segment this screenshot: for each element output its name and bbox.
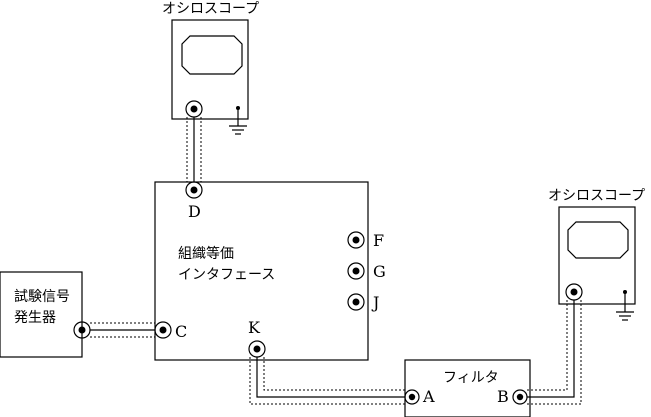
tissue-equivalent-interface: 組織等価 インタフェース D F G J C K xyxy=(154,181,386,361)
interface-label-line2: インタフェース xyxy=(178,267,275,283)
ground-icon xyxy=(616,311,634,321)
interface-body xyxy=(154,181,369,361)
cable-k-to-a xyxy=(249,357,405,405)
test-signal-generator: 試験信号 発生器 xyxy=(0,271,91,358)
oscilloscope-top-connector-pin xyxy=(190,105,198,113)
cable-d-to-scope xyxy=(186,117,202,182)
port-k-label: K xyxy=(248,318,261,337)
interface-label-line1: 組織等価 xyxy=(178,245,234,262)
port-g-label: G xyxy=(373,262,386,281)
filter: フィルタ A B xyxy=(404,359,531,417)
filter-label: フィルタ xyxy=(443,370,499,386)
oscilloscope-right-body xyxy=(558,206,636,305)
oscilloscope-top-title: オシロスコープ xyxy=(162,1,259,17)
ground-icon xyxy=(229,125,247,135)
port-f-label: F xyxy=(373,231,384,250)
oscilloscope-top-screen xyxy=(181,35,243,75)
port-j-label: J xyxy=(371,293,379,312)
oscilloscope-right-screen xyxy=(567,221,629,259)
generator-body xyxy=(0,271,83,358)
oscilloscope-top-body xyxy=(171,19,249,120)
port-c-label: C xyxy=(175,322,187,341)
port-g-connector xyxy=(347,262,365,280)
oscilloscope-right: オシロスコープ xyxy=(548,188,645,321)
port-a-label: A xyxy=(422,387,435,406)
port-b-label: B xyxy=(497,387,509,406)
port-f-connector xyxy=(347,231,365,249)
oscilloscope-top: オシロスコープ xyxy=(162,1,259,135)
cable-b-to-scope xyxy=(527,300,582,405)
port-d-connector xyxy=(185,181,203,199)
port-j-connector xyxy=(347,293,365,311)
generator-label-line2: 発生器 xyxy=(14,310,56,326)
generator-label-line1: 試験信号 xyxy=(14,289,70,305)
oscilloscope-right-title: オシロスコープ xyxy=(548,188,645,204)
filter-body xyxy=(404,359,531,417)
cable-generator-to-c xyxy=(90,322,155,338)
port-d-label: D xyxy=(188,202,201,221)
